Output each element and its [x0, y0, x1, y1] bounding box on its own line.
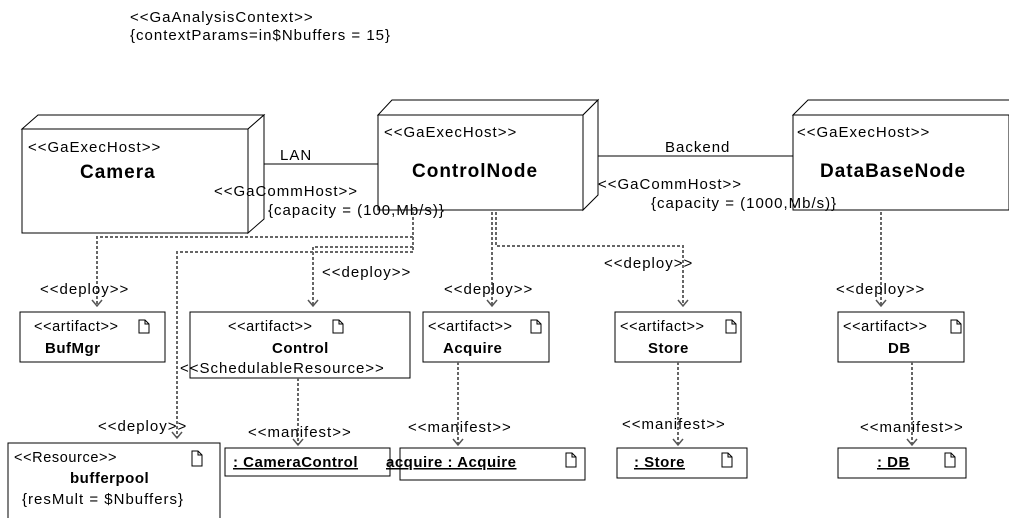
instance-acquire-name: acquire : Acquire: [386, 454, 516, 471]
lan-commhost-stereotype: <<GaCommHost>>: [214, 183, 358, 200]
artifact-db-name: DB: [888, 340, 911, 357]
artifact-control-extra-stereotype: <<SchedulableResource>>: [180, 360, 385, 377]
camera-node-top: [20, 114, 266, 130]
artifact-store-box: [614, 311, 742, 363]
artifact-store[interactable]: <<artifact>> Store: [614, 311, 742, 363]
artifact-db-document-icon: [950, 319, 962, 334]
deploy-edge-bufferpool: [171, 212, 414, 440]
control-node[interactable]: <<GaExecHost>> ControlNode: [376, 98, 600, 212]
artifact-bufmgr-name: BufMgr: [45, 340, 101, 357]
instance-acquire-document-icon: [565, 452, 577, 468]
instance-store-name: : Store: [634, 454, 685, 471]
camera-node-front: [21, 128, 249, 234]
artifact-store-name: Store: [648, 340, 689, 357]
deploy-label-bufmgr: <<deploy>>: [40, 281, 129, 298]
backend-capacity: {capacity = (1000,Mb/s)}: [651, 195, 837, 212]
deploy-label-db: <<deploy>>: [836, 281, 925, 298]
artifact-control-document-icon: [332, 319, 344, 334]
artifact-control[interactable]: <<artifact>> Control <<SchedulableResour…: [180, 311, 411, 379]
camera-node[interactable]: <<GaExecHost>> Camera: [20, 113, 266, 235]
database-node-front: [792, 114, 1009, 211]
instance-store-document-icon: [721, 452, 733, 468]
lan-capacity: {capacity = (100,Mb/s)}: [268, 202, 445, 219]
resource-bufferpool-name: bufferpool: [70, 470, 149, 487]
control-node-side: [582, 98, 599, 212]
context-stereotype: <<GaAnalysisContext>>: [130, 9, 314, 26]
database-node-name: DataBaseNode: [820, 161, 966, 182]
artifact-control-name: Control: [272, 340, 329, 357]
instance-store[interactable]: : Store: [616, 447, 748, 479]
artifact-control-stereotype: <<artifact>>: [228, 319, 313, 335]
artifact-db[interactable]: <<artifact>> DB: [837, 311, 965, 363]
artifact-bufmgr-document-icon: [138, 319, 150, 334]
artifact-bufmgr-stereotype: <<artifact>>: [34, 319, 119, 335]
deploy-label-store: <<deploy>>: [604, 255, 693, 272]
context-params: {contextParams=in$Nbuffers = 15}: [130, 27, 391, 44]
deploy-label-bufferpool: <<deploy>>: [98, 418, 187, 435]
database-node-stereotype: <<GaExecHost>>: [797, 124, 930, 141]
backend-label: Backend: [665, 139, 730, 156]
camera-node-name: Camera: [80, 162, 156, 183]
resource-bufferpool-params: {resMult = $Nbuffers}: [22, 491, 184, 508]
control-node-name: ControlNode: [412, 161, 538, 182]
artifact-acquire[interactable]: <<artifact>> Acquire: [422, 311, 550, 363]
control-node-stereotype: <<GaExecHost>>: [384, 124, 517, 141]
instance-db-name: : DB: [877, 454, 910, 471]
manifest-label-acquire: <<manifest>>: [408, 419, 512, 436]
control-node-front: [377, 114, 584, 211]
resource-bufferpool-stereotype: <<Resource>>: [14, 450, 117, 466]
manifest-label-store: <<manifest>>: [622, 416, 726, 433]
deploy-edge-control: [307, 212, 414, 308]
artifact-acquire-name: Acquire: [443, 340, 502, 357]
instance-camera-control[interactable]: : CameraControl: [224, 447, 391, 477]
instance-acquire[interactable]: acquire : Acquire: [386, 447, 586, 481]
artifact-acquire-document-icon: [530, 319, 542, 334]
artifact-store-stereotype: <<artifact>>: [620, 319, 705, 335]
resource-bufferpool[interactable]: <<Resource>> bufferpool {resMult = $Nbuf…: [7, 442, 221, 518]
database-node-top: [791, 99, 1009, 116]
database-node[interactable]: <<GaExecHost>> DataBaseNode: [791, 99, 1009, 211]
backend-commhost-stereotype: <<GaCommHost>>: [598, 176, 742, 193]
artifact-acquire-stereotype: <<artifact>>: [428, 319, 513, 335]
artifact-control-box: [189, 311, 411, 379]
instance-db-document-icon: [944, 452, 956, 468]
instance-acquire-box: [399, 447, 586, 481]
artifact-store-document-icon: [725, 319, 737, 334]
manifest-label-db: <<manifest>>: [860, 419, 964, 436]
deploy-edge-store: [495, 212, 689, 308]
artifact-db-box: [837, 311, 965, 363]
manifest-label-camera-control: <<manifest>>: [248, 424, 352, 441]
deploy-label-acquire: <<deploy>>: [444, 281, 533, 298]
instance-camera-control-box: [224, 447, 391, 477]
camera-node-stereotype: <<GaExecHost>>: [28, 139, 161, 156]
resource-bufferpool-box: [7, 442, 221, 518]
camera-node-side: [247, 113, 265, 235]
resource-bufferpool-document-icon: [191, 450, 203, 467]
artifact-db-stereotype: <<artifact>>: [843, 319, 928, 335]
instance-camera-control-name: : CameraControl: [233, 454, 358, 471]
control-node-top: [376, 99, 600, 116]
instance-db[interactable]: : DB: [837, 447, 967, 479]
deploy-label-control: <<deploy>>: [322, 264, 411, 281]
lan-label: LAN: [280, 147, 312, 164]
artifact-acquire-box: [422, 311, 550, 363]
artifact-bufmgr[interactable]: <<artifact>> BufMgr: [19, 311, 166, 363]
